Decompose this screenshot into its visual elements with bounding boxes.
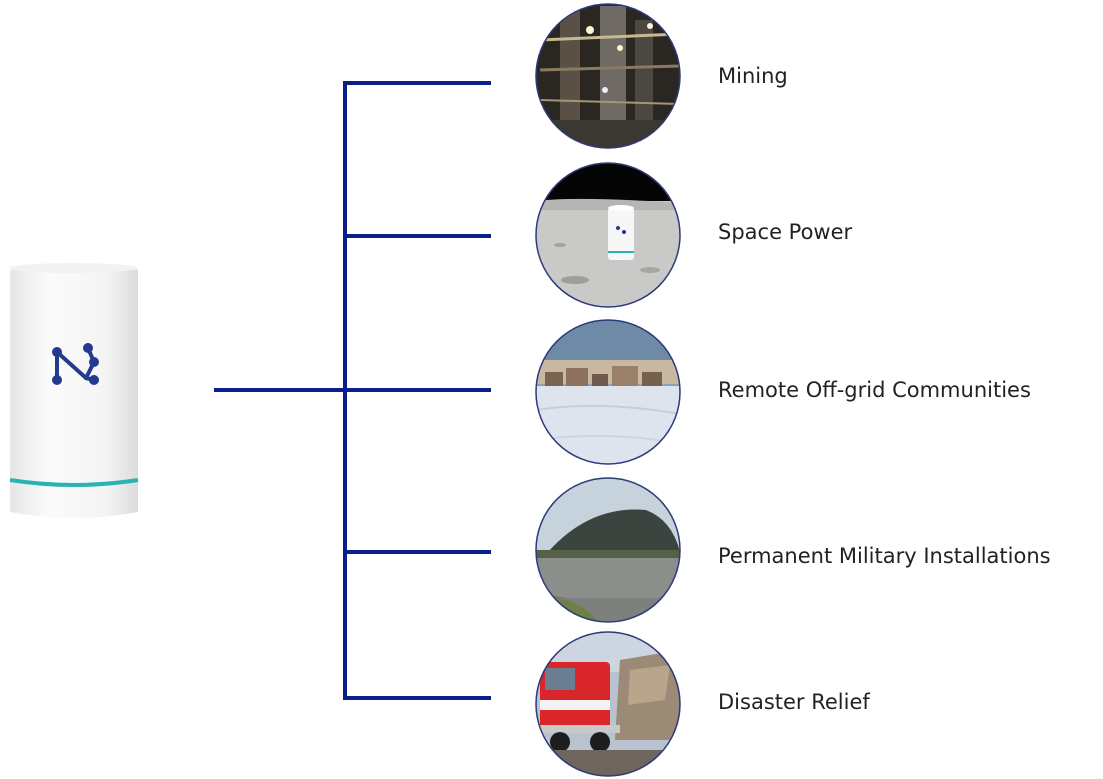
lunar-surface-photo [535, 162, 681, 308]
reactor-unit-icon [9, 263, 139, 518]
mine-interior-photo [535, 3, 681, 149]
application-label-mining: Mining [718, 64, 788, 88]
application-label-military-installations: Permanent Military Installations [718, 544, 1051, 568]
connector-tree [214, 81, 491, 700]
hangar-photo [535, 477, 681, 623]
arctic-village-photo [535, 319, 681, 465]
fire-truck-debris-photo [535, 631, 681, 777]
application-label-disaster-relief: Disaster Relief [718, 690, 870, 714]
application-label-remote-communities: Remote Off-grid Communities [718, 378, 1031, 402]
network-n-logo-icon [52, 343, 99, 385]
application-label-space-power: Space Power [718, 220, 853, 244]
